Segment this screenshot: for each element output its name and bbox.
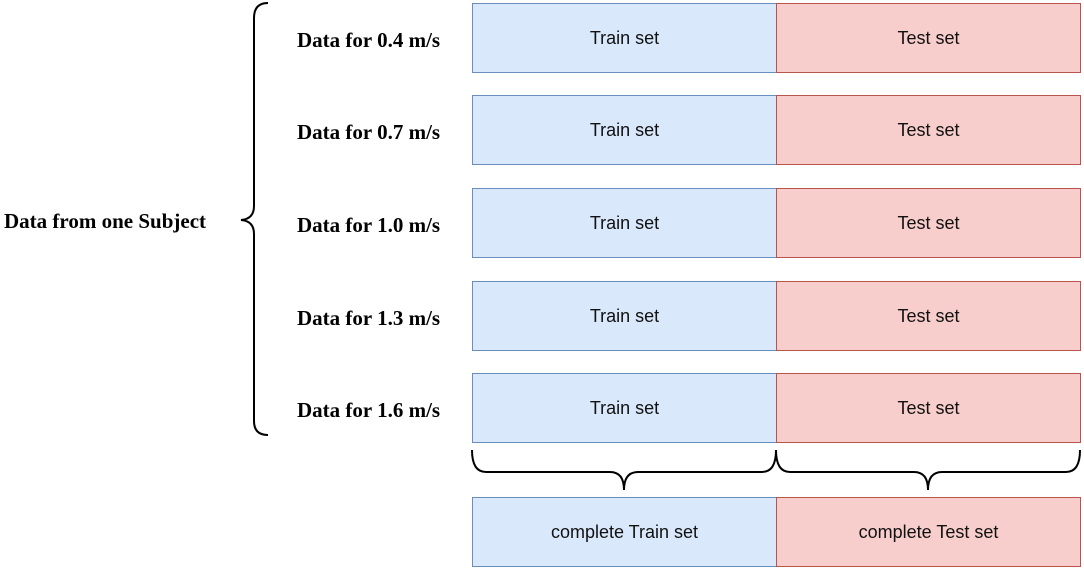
train-set-box: Train set xyxy=(472,3,777,73)
train-set-box: Train set xyxy=(472,188,777,258)
train-brace-icon xyxy=(471,449,777,491)
train-set-box: Train set xyxy=(472,373,777,443)
test-set-box: Test set xyxy=(776,373,1081,443)
row-label-1-0: Data for 1.0 m/s xyxy=(297,213,441,237)
test-set-box: Test set xyxy=(776,281,1081,351)
complete-test-set-box: complete Test set xyxy=(776,497,1081,567)
row-label-1-6: Data for 1.6 m/s xyxy=(297,398,441,422)
test-set-box: Test set xyxy=(776,3,1081,73)
subject-label: Data from one Subject xyxy=(4,209,207,233)
train-set-box: Train set xyxy=(472,281,777,351)
row-label-0-7: Data for 0.7 m/s xyxy=(297,120,441,144)
test-brace-icon xyxy=(775,449,1081,491)
row-label-1-3: Data for 1.3 m/s xyxy=(297,306,441,330)
test-set-box: Test set xyxy=(776,95,1081,165)
train-set-box: Train set xyxy=(472,95,777,165)
test-set-box: Test set xyxy=(776,188,1081,258)
subject-brace-icon xyxy=(240,2,269,436)
complete-train-set-box: complete Train set xyxy=(472,497,777,567)
row-label-0-4: Data for 0.4 m/s xyxy=(297,28,441,52)
